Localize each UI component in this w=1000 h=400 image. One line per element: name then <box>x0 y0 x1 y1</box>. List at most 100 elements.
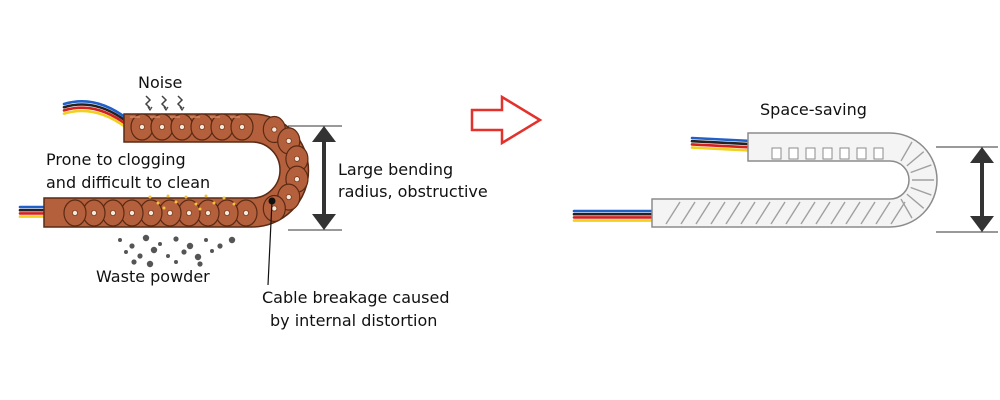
powder-dot <box>210 249 214 253</box>
debris-dot <box>212 201 216 205</box>
large-bending-label-line1: Large bending <box>338 160 454 179</box>
powder-dot <box>166 254 170 258</box>
powder-dot <box>124 250 128 254</box>
chain-pin <box>204 209 211 216</box>
chain-pin <box>178 124 185 131</box>
flat-cable-notch <box>805 147 816 160</box>
right-arrow-icon <box>470 94 543 146</box>
flat-cable-ridge <box>770 201 786 225</box>
left-height-dimension-arrow <box>288 125 342 231</box>
chain-pin <box>72 209 79 216</box>
noise-label: Noise <box>138 73 183 92</box>
chain-pin <box>271 126 278 133</box>
chain-pin <box>138 124 145 131</box>
flat-cable-ridge <box>740 201 756 225</box>
flat-cable-ridge <box>815 201 831 225</box>
flat-cable-ridge <box>785 201 801 225</box>
cable-breakage-label-line1: Cable breakage caused <box>262 288 450 307</box>
chain-pin <box>238 124 245 131</box>
flat-cable-notch <box>856 147 867 160</box>
chain-pin <box>158 124 165 131</box>
flat-cable-ridge <box>830 201 846 225</box>
flat-cable-ridge <box>710 201 726 225</box>
chain-pin <box>285 194 292 201</box>
chain-pin <box>198 124 205 131</box>
chain-pin <box>185 209 192 216</box>
cable-drag-chain <box>43 113 310 228</box>
powder-dot <box>118 238 122 242</box>
cable-wires-top-right <box>690 136 754 152</box>
flat-cable-notch <box>771 147 782 160</box>
flat-cable-ridge <box>910 186 932 196</box>
flat-cable-ridge <box>695 201 711 225</box>
right-height-dimension-arrow <box>936 146 998 233</box>
debris-dot <box>204 194 208 198</box>
waste-powder-dots <box>118 234 236 268</box>
flat-cable-ridge <box>875 201 891 225</box>
flat-cable-notch <box>788 147 799 160</box>
wire <box>690 136 754 143</box>
large-bending-label-line2: radius, obstructive <box>338 182 488 201</box>
debris-dot <box>194 202 198 206</box>
flat-cable-ridge <box>890 201 906 225</box>
flat-cable-ridge <box>906 193 925 209</box>
cable-wires-top-left <box>62 100 132 132</box>
powder-dot <box>142 234 150 242</box>
flat-cable-ridge <box>900 198 913 219</box>
flat-cable-ridge <box>800 201 816 225</box>
debris-dot <box>222 196 226 200</box>
debris-dot <box>184 195 188 199</box>
flat-cable-carrier <box>651 132 938 228</box>
flat-cable-ridge <box>680 201 696 225</box>
powder-dot <box>204 238 208 242</box>
debris-dot <box>198 207 202 211</box>
flat-cable-ridge <box>906 151 925 167</box>
flat-cable-ridge <box>845 201 861 225</box>
powder-dot <box>146 260 154 268</box>
cable-breakage-label-line2: by internal distortion <box>270 311 438 330</box>
flat-cable-ridge <box>860 201 876 225</box>
clogging-label-line1: Prone to clogging <box>46 150 186 169</box>
clogging-label-line2: and difficult to clean <box>46 173 211 192</box>
chain-pin <box>223 209 230 216</box>
powder-dot <box>131 259 137 265</box>
chain-pin <box>218 124 225 131</box>
debris-dot <box>166 194 170 198</box>
flat-cable-notch <box>839 147 850 160</box>
flat-cable-notch <box>822 147 833 160</box>
powder-dot <box>197 261 203 267</box>
chain-pin <box>147 209 154 216</box>
chain-pin <box>293 155 300 162</box>
breakage-leader-line <box>267 197 276 286</box>
cable-wires-bottom-right <box>572 209 658 222</box>
wire <box>690 146 754 152</box>
powder-dot <box>217 243 223 249</box>
waste-powder-label: Waste powder <box>96 267 210 286</box>
powder-dot <box>137 253 143 259</box>
chain-pin <box>271 205 278 212</box>
space-saving-label: Space-saving <box>760 100 867 119</box>
wire <box>690 139 754 146</box>
powder-dot <box>181 249 187 255</box>
flat-cable-ridge <box>755 201 771 225</box>
chain-pin <box>293 176 300 183</box>
flat-cable-ridge <box>725 201 741 225</box>
debris-particles <box>148 194 236 211</box>
debris-dot <box>162 206 166 210</box>
powder-dot <box>129 243 135 249</box>
flat-cable-notch <box>873 147 884 160</box>
debris-dot <box>232 202 236 206</box>
noise-marks-icon <box>144 95 185 112</box>
debris-dot <box>148 195 152 199</box>
chain-pin <box>285 137 292 144</box>
flat-cable-ridge <box>665 201 681 225</box>
powder-dot <box>174 260 178 264</box>
powder-dot <box>150 246 158 254</box>
chain-pin <box>128 209 135 216</box>
chain-pin <box>110 209 117 216</box>
powder-dot <box>158 242 162 246</box>
powder-dot <box>186 242 194 250</box>
powder-dot <box>194 253 202 261</box>
